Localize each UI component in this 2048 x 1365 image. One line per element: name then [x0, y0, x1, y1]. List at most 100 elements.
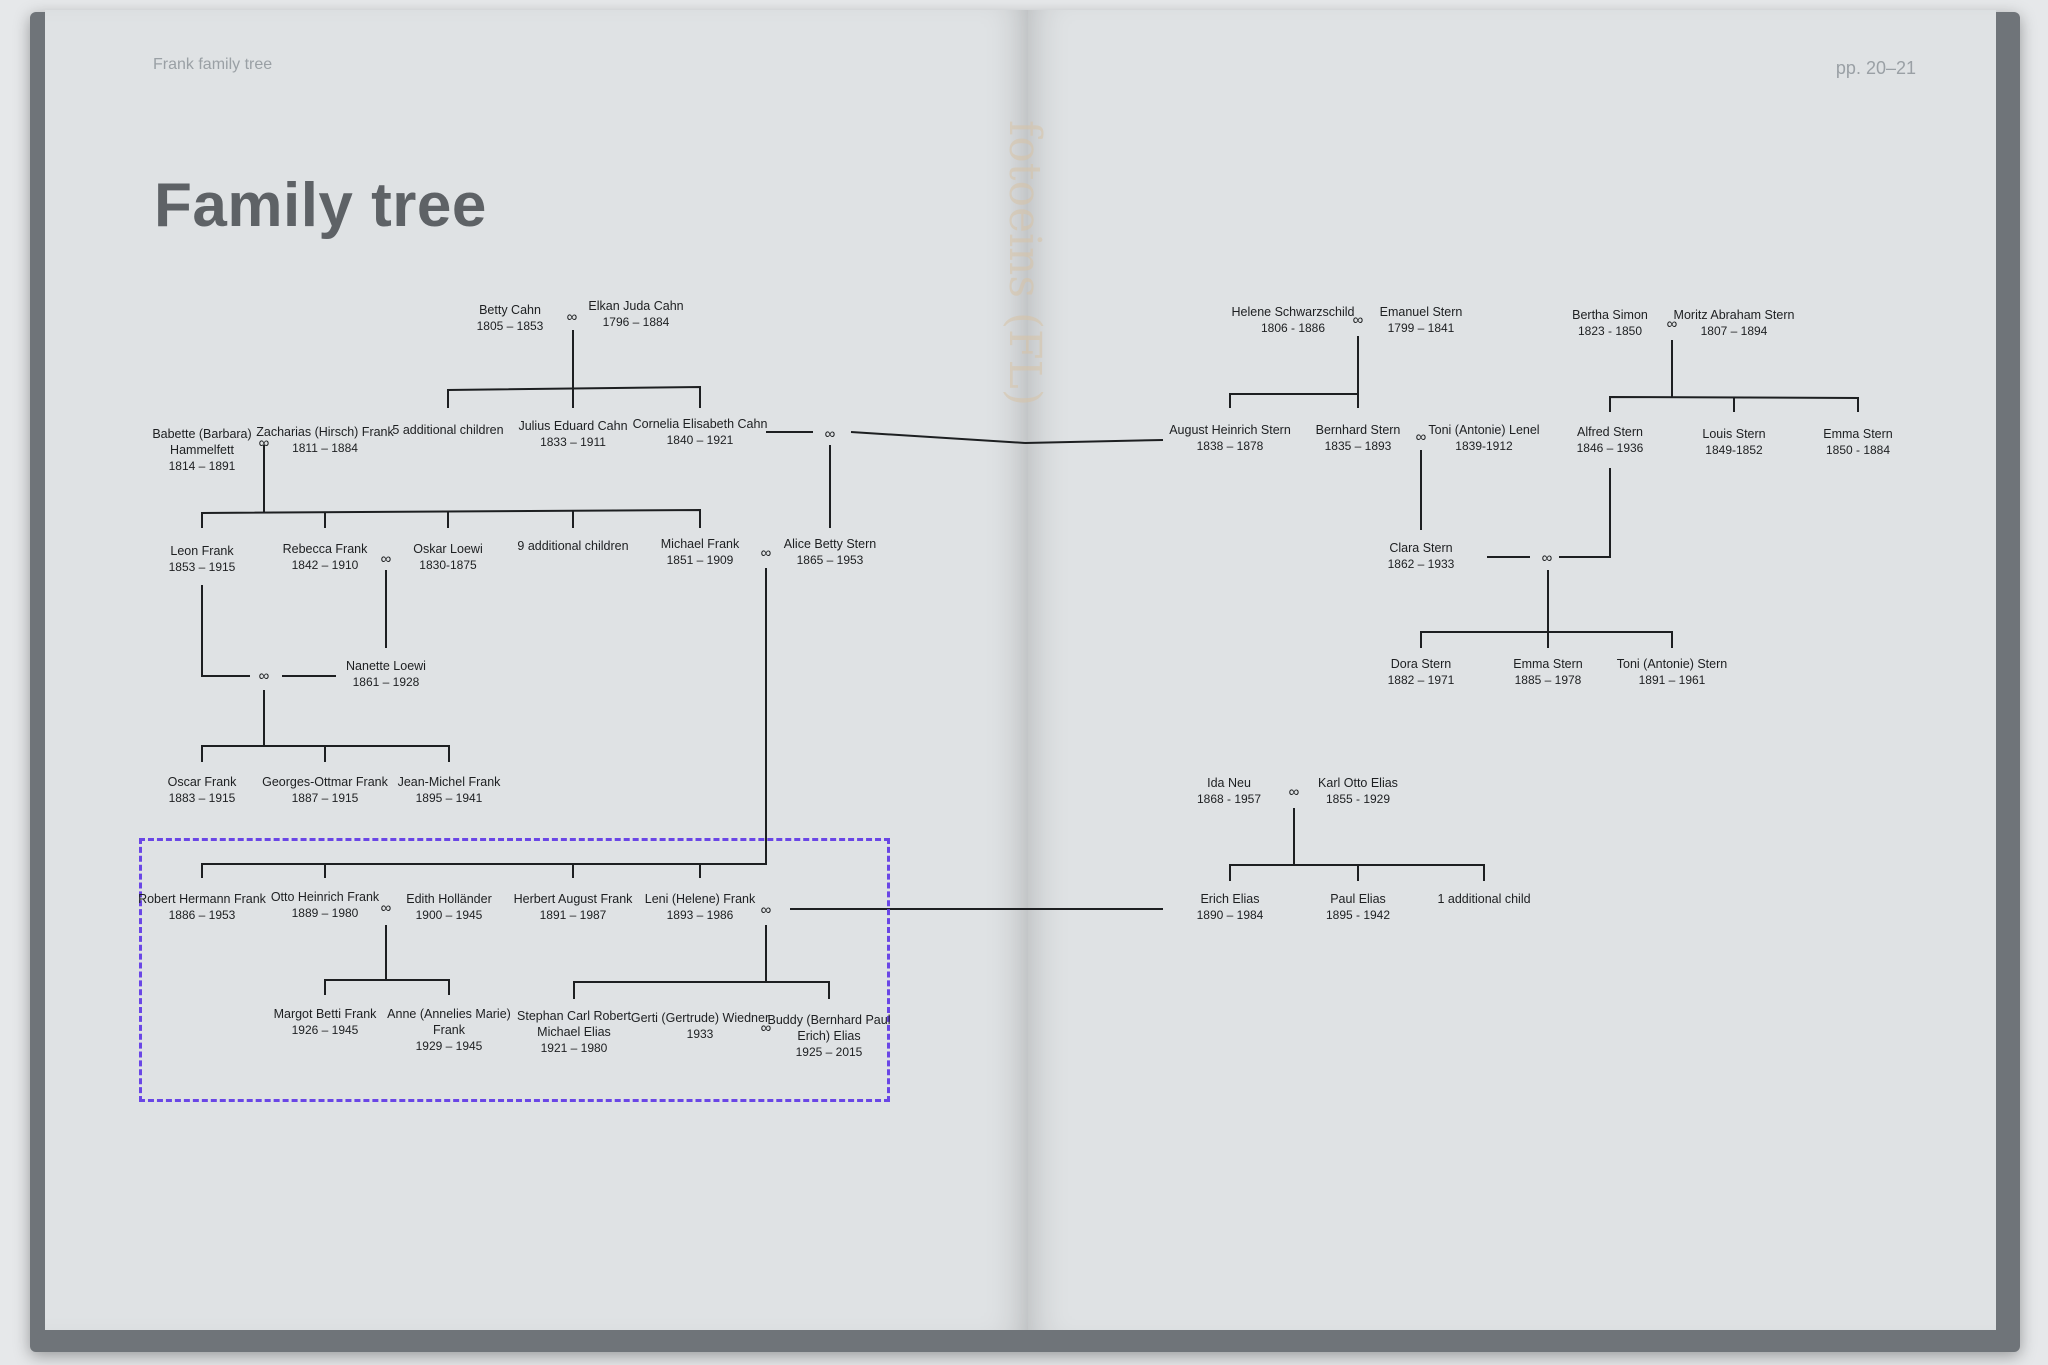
- person-name: Zacharias (Hirsch) Frank: [256, 425, 394, 439]
- person-name: Karl Otto Elias: [1318, 776, 1398, 790]
- person-name: Moritz Abraham Stern: [1673, 308, 1795, 322]
- person-name: Herbert August Frank: [513, 892, 633, 906]
- person-dates: 1933: [686, 1027, 714, 1041]
- person-dates: 1886 – 1953: [168, 908, 236, 922]
- sym-otto-edith-icon: ∞: [380, 899, 392, 917]
- person-name: Oskar Loewi: [413, 542, 483, 556]
- sym-zacharias-icon: ∞: [258, 434, 270, 452]
- person-dates: 1839-1912: [1455, 439, 1513, 453]
- person-louis-stern: Louis Stern 1849-1852: [1659, 426, 1809, 458]
- person-name: Clara Stern: [1389, 541, 1453, 555]
- person-cahn-5-children: 5 additional children: [373, 422, 523, 438]
- person-herbert-frank: Herbert August Frank 1891 – 1987: [498, 891, 648, 923]
- person-name: Georges-Ottmar Frank: [262, 775, 388, 789]
- person-oscar-frank: Oscar Frank 1883 – 1915: [127, 774, 277, 806]
- person-gerti-wiedner: Gerti (Gertrude) Wiedner 1933: [625, 1010, 775, 1042]
- person-dora-stern: Dora Stern 1882 – 1971: [1346, 656, 1496, 688]
- person-name: Dora Stern: [1390, 657, 1452, 671]
- person-name: Gerti (Gertrude) Wiedner: [630, 1011, 770, 1025]
- person-dates: 1849-1852: [1705, 443, 1763, 457]
- person-clara-stern: Clara Stern 1862 – 1933: [1346, 540, 1496, 572]
- person-dates: 1805 – 1853: [476, 319, 544, 333]
- person-elias-1-child: 1 additional child: [1409, 891, 1559, 907]
- person-name: Jean-Michel Frank: [397, 775, 501, 789]
- person-name: Babette (Barbara) Hammelfett: [152, 427, 252, 457]
- person-name: Paul Elias: [1330, 892, 1386, 906]
- person-betty-cahn: Betty Cahn 1805 – 1853: [435, 302, 585, 334]
- person-name: Alfred Stern: [1576, 425, 1643, 439]
- person-alfred-stern: Alfred Stern 1846 – 1936: [1535, 424, 1685, 456]
- person-name: Bertha Simon: [1572, 308, 1648, 322]
- sym-clara-alfred-icon: ∞: [1541, 549, 1553, 567]
- person-bertha-simon: Bertha Simon 1823 - 1850: [1535, 307, 1685, 339]
- person-name: Emma Stern: [1513, 657, 1583, 671]
- person-dates: 1855 - 1929: [1325, 792, 1391, 806]
- person-name: 9 additional children: [517, 539, 629, 553]
- sym-michael-alice-icon: ∞: [760, 544, 772, 562]
- person-dates: 1851 – 1909: [666, 553, 734, 567]
- person-name: Louis Stern: [1702, 427, 1766, 441]
- person-karl-elias: Karl Otto Elias 1855 - 1929: [1283, 775, 1433, 807]
- person-moritz-stern: Moritz Abraham Stern 1807 – 1894: [1659, 307, 1809, 339]
- person-name: 5 additional children: [392, 423, 504, 437]
- person-name: Anne (Annelies Marie) Frank: [387, 1007, 511, 1037]
- person-dates: 1840 – 1921: [666, 433, 734, 447]
- person-dates: 1823 - 1850: [1577, 324, 1643, 338]
- person-dates: 1814 – 1891: [168, 459, 236, 473]
- person-dates: 1883 – 1915: [168, 791, 236, 805]
- person-dates: 1853 – 1915: [168, 560, 236, 574]
- person-name: Erich Elias: [1200, 892, 1260, 906]
- person-name: Oscar Frank: [167, 775, 237, 789]
- person-dates: 1846 – 1936: [1576, 441, 1644, 455]
- person-name: Leon Frank: [170, 544, 234, 558]
- person-dates: 1885 – 1978: [1514, 673, 1582, 687]
- person-name: 1 additional child: [1437, 892, 1531, 906]
- person-name: Julius Eduard Cahn: [518, 419, 628, 433]
- person-dates: 1850 - 1884: [1825, 443, 1891, 457]
- person-anne-frank: Anne (Annelies Marie) Frank 1929 – 1945: [374, 1006, 524, 1054]
- person-dates: 1890 – 1984: [1196, 908, 1264, 922]
- person-name: Leni (Helene) Frank: [644, 892, 756, 906]
- person-name: Nanette Loewi: [346, 659, 426, 673]
- person-dates: 1891 – 1961: [1638, 673, 1706, 687]
- person-dates: 1895 - 1942: [1325, 908, 1391, 922]
- person-dates: 1807 – 1894: [1700, 324, 1768, 338]
- person-dates: 1806 - 1886: [1260, 321, 1326, 335]
- sym-emanuel-icon: ∞: [1352, 311, 1364, 329]
- person-name: Betty Cahn: [479, 303, 541, 317]
- person-dates: 1929 – 1945: [415, 1039, 483, 1053]
- person-dates: 1891 – 1987: [539, 908, 607, 922]
- person-name: Elkan Juda Cahn: [588, 299, 684, 313]
- person-erich-elias: Erich Elias 1890 – 1984: [1155, 891, 1305, 923]
- person-leon-frank: Leon Frank 1853 – 1915: [127, 543, 277, 575]
- person-cornelia-cahn: Cornelia Elisabeth Cahn 1840 – 1921: [625, 416, 775, 448]
- person-name: Cornelia Elisabeth Cahn: [632, 417, 768, 431]
- person-dates: 1861 – 1928: [352, 675, 420, 689]
- person-name: Margot Betti Frank: [273, 1007, 377, 1021]
- sym-moritz-icon: ∞: [1666, 315, 1678, 333]
- person-name: Robert Hermann Frank: [138, 892, 266, 906]
- person-dates: 1882 – 1971: [1387, 673, 1455, 687]
- sym-gerti-buddy-icon: ∞: [760, 1019, 772, 1037]
- page-number: pp. 20–21: [1835, 58, 1916, 78]
- person-dates: 1862 – 1933: [1387, 557, 1455, 571]
- person-dates: 1835 – 1893: [1324, 439, 1392, 453]
- right-page: [1028, 10, 1996, 1330]
- person-emma-stern-2: Emma Stern 1885 – 1978: [1473, 656, 1623, 688]
- person-babette: Babette (Barbara) Hammelfett 1814 – 1891: [127, 426, 277, 474]
